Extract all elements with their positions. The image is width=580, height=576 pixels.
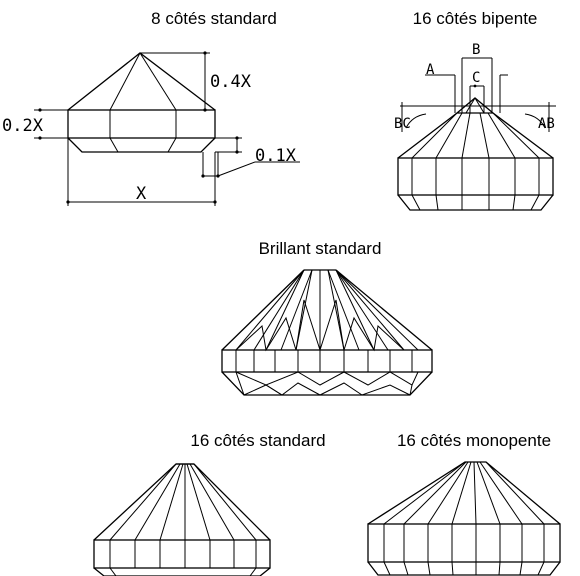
width-label: X [136, 184, 147, 204]
title-brillant-standard: Brillant standard [259, 239, 382, 258]
octagon-dimension-lines [34, 51, 300, 206]
bipente-label-b: B [472, 42, 480, 58]
bipente-label-bc: BC [394, 116, 411, 132]
pavilion-step-label: 0.1X [255, 146, 297, 166]
bipente-gem-drawing [397, 97, 554, 211]
bipente-dimension-lines [400, 57, 556, 132]
bipente-label-c: C [472, 70, 480, 86]
title-8-cotes-standard: 8 côtés standard [151, 9, 277, 28]
monopente-gem-drawing [367, 461, 561, 576]
title-16-cotes-bipente: 16 côtés bipente [413, 9, 538, 28]
sixteen-standard-gem-drawing [93, 463, 271, 576]
brillant-gem-drawing [221, 269, 433, 396]
bipente-label-ab: AB [538, 116, 555, 132]
title-16-cotes-monopente: 16 côtés monopente [397, 431, 551, 450]
crown-height-label: 0.4X [210, 72, 252, 92]
octagon-gem-drawing [67, 52, 216, 153]
girdle-height-label: 0.2X [2, 116, 44, 136]
title-16-cotes-standard: 16 côtés standard [190, 431, 325, 450]
bipente-label-a: A [426, 62, 435, 78]
